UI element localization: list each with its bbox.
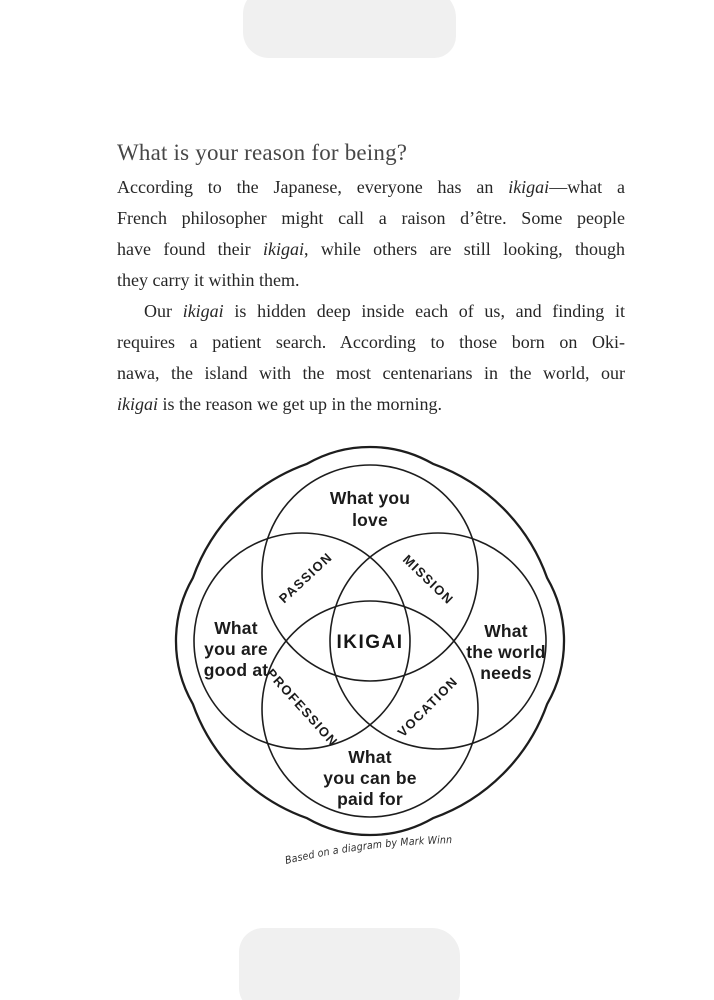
label-mission: MISSION (400, 552, 457, 608)
label-world-needs-line2: the world (466, 642, 546, 662)
page-heading: What is your reason for being? (117, 140, 408, 165)
circle-what-you-love (261, 464, 479, 682)
label-profession: PROFESSION (264, 666, 342, 750)
circle-what-you-can-be-paid-for (261, 600, 479, 818)
paragraph: According to the Japanese, everyone has … (117, 172, 625, 296)
italic-term: ikigai (262, 239, 304, 259)
paragraph: Our ikigai is hidden deep inside each of… (117, 296, 625, 420)
text-segment: have found their (117, 239, 263, 259)
label-paid-for-line2: you can be (323, 768, 416, 788)
label-good-at-line2: you are (204, 639, 268, 659)
label-love-line2: love (352, 510, 388, 530)
italic-term: ikigai (182, 301, 224, 321)
page-edge-artifact-bottom (239, 928, 460, 1000)
label-paid-for-line3: paid for (337, 789, 403, 809)
venn-diagram-svg: What you love What you are good at What … (174, 445, 566, 867)
italic-term: ikigai (117, 394, 158, 414)
text-segment: According to the Japanese, everyone has … (117, 177, 509, 197)
label-vocation: VOCATION (394, 673, 460, 739)
text-segment: French philosopher might call a raison d… (117, 208, 625, 228)
circle-what-you-are-good-at (193, 532, 411, 750)
text-line: Our ikigai is hidden deep inside each of… (117, 296, 625, 327)
label-world-needs-line3: needs (480, 663, 532, 683)
label-paid-for-line1: What (348, 747, 392, 767)
ikigai-venn-diagram: What you love What you are good at What … (160, 430, 580, 875)
page-edge-artifact-top (243, 0, 456, 58)
text-line: have found their ikigai, while others ar… (117, 234, 625, 265)
text-line: French philosopher might call a raison d… (117, 203, 625, 234)
text-segment: —what a (549, 177, 625, 197)
label-world-needs-line1: What (484, 621, 528, 641)
text-segment: Our (144, 301, 183, 321)
text-segment: is hidden deep inside each of us, and fi… (223, 301, 625, 321)
text-line: they carry it within them. (117, 265, 625, 296)
label-good-at-line1: What (214, 618, 258, 638)
italic-term: ikigai (508, 177, 550, 197)
text-content: What is your reason for being? According… (117, 138, 625, 420)
text-segment: is the reason we get up in the morning. (158, 394, 442, 414)
text-segment: nawa, the island with the most centenari… (117, 363, 625, 383)
text-segment: they carry it within them. (117, 270, 300, 290)
text-segment: requires a patient search. According to … (117, 332, 625, 352)
label-good-at-line3: good at (204, 660, 269, 680)
diagram-caption: Based on a diagram by Mark Winn (284, 834, 452, 867)
label-ikigai-center: IKIGAI (336, 632, 403, 653)
text-line: nawa, the island with the most centenari… (117, 358, 625, 389)
flower-outline (174, 445, 566, 837)
text-segment: , while others are still looking, though (303, 239, 625, 259)
body-text: According to the Japanese, everyone has … (117, 172, 625, 420)
text-line: According to the Japanese, everyone has … (117, 172, 625, 203)
label-passion: PASSION (276, 549, 335, 606)
text-line: requires a patient search. According to … (117, 327, 625, 358)
label-love-line1: What you (330, 488, 410, 508)
circle-what-the-world-needs (329, 532, 547, 750)
text-line: ikigai is the reason we get up in the mo… (117, 389, 625, 420)
diagram-caption-text: Based on a diagram by Mark Winn (284, 834, 452, 867)
